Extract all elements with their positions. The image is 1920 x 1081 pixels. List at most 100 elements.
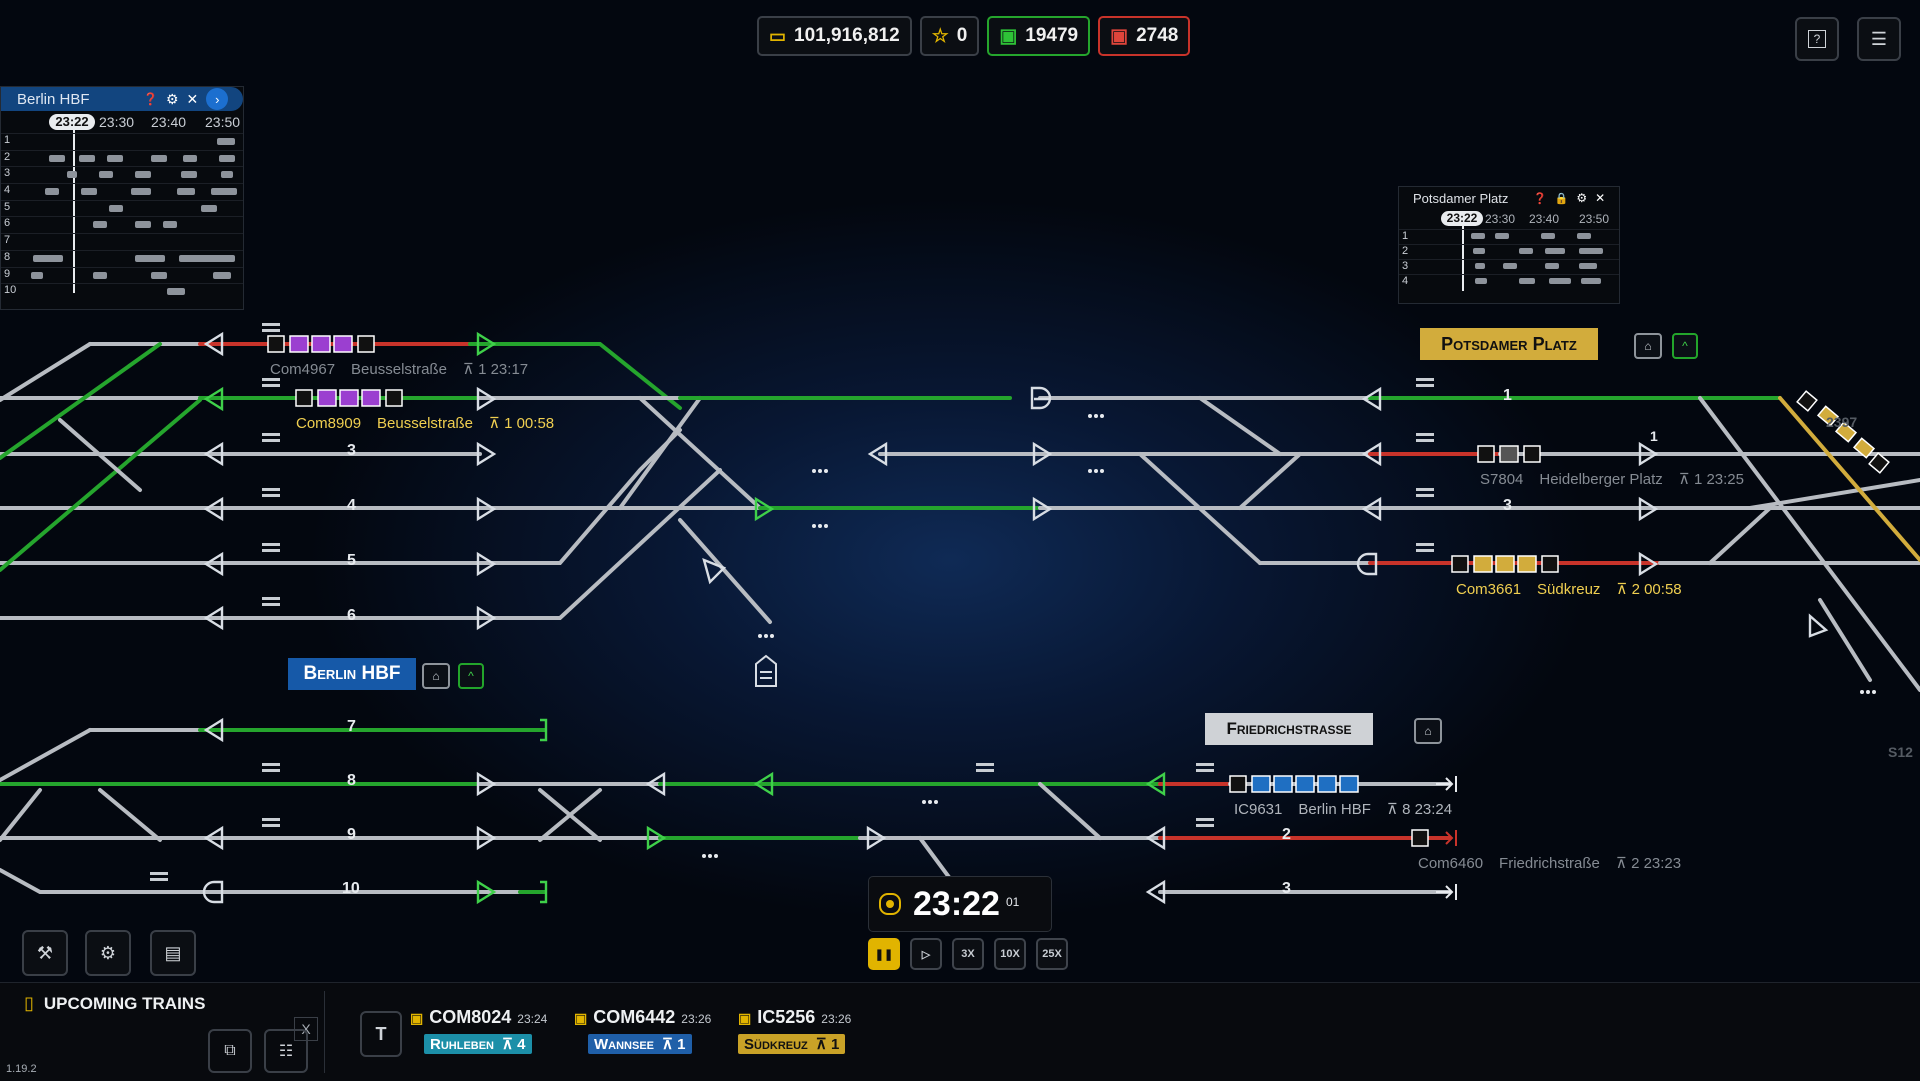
train-platform: ⊼ 8 23:24 [1386, 801, 1453, 818]
chip-tool-button[interactable]: ⚙ [85, 930, 131, 976]
panel-header: Potsdamer Platz ❓ 🔒 ⚙ ✕ [1399, 187, 1619, 209]
station-expand-button[interactable]: ^ [458, 663, 484, 689]
panel-header: Berlin HBF ❓ ⚙ ✕ › [1, 87, 243, 111]
time-tick: 23:30 [1485, 212, 1516, 226]
train-label[interactable]: Com8909 Beusselstraße ⊼ 1 00:58 [296, 414, 555, 433]
speed-3x-button[interactable]: 3X [952, 938, 984, 970]
train-dest: Friedrichstraße [1499, 854, 1600, 872]
destination-badge: Ruhleben⊼ 4 [424, 1034, 532, 1054]
timetable-icon: ▯ [24, 993, 34, 1013]
track-number: 1 [1503, 387, 1512, 404]
speed-25x-button[interactable]: 25X [1036, 938, 1068, 970]
edge-track-label: 2397 [1826, 414, 1858, 430]
potsdamer-timetable-panel[interactable]: Potsdamer Platz ❓ 🔒 ⚙ ✕ 23:22 23:30 23:4… [1398, 186, 1620, 304]
station-expand-button[interactable]: ^ [1672, 333, 1698, 359]
list-icon: ☰ [1870, 28, 1888, 49]
play-button[interactable]: ▷ [910, 938, 942, 970]
help-icon: ? [1808, 30, 1826, 48]
resource-bar: ▭ 101,916,812 ☆ 0 ▣ 19479 ▣ 2748 [757, 16, 1191, 56]
clock-seconds: 01 [1005, 895, 1020, 909]
train-id: S7804 [1480, 470, 1524, 488]
time-tick: 23:50 [205, 114, 241, 130]
upcoming-header: ▯ UPCOMING TRAINS [24, 993, 205, 1014]
late-counter: ▣ 2748 [1098, 16, 1191, 56]
wallet-icon: ▭ [769, 25, 787, 46]
station-depot-button[interactable]: ⌂ [1634, 333, 1662, 359]
panel-title: Potsdamer Platz [1413, 190, 1509, 206]
clock-time: 23:22 [913, 884, 1000, 923]
filter-key-button[interactable]: T [360, 1011, 402, 1057]
gear-icon[interactable]: ⚙ [1576, 191, 1588, 205]
upcoming-title: UPCOMING TRAINS [43, 993, 206, 1013]
train-id: Com4967 [270, 360, 336, 378]
menu-button[interactable]: ☰ [1857, 17, 1901, 61]
train-label[interactable]: IC9631 Berlin HBF ⊼ 8 23:24 [1234, 800, 1453, 819]
timeline-axis: 23:22 23:30 23:40 23:50 [1, 111, 243, 133]
close-icon[interactable]: ✕ [186, 90, 199, 107]
speed-10x-button[interactable]: 10X [994, 938, 1026, 970]
timeline-row: 4 [1, 183, 243, 200]
train-platform: ⊼ 1 00:58 [488, 415, 555, 432]
current-time-badge: 23:22 [49, 114, 95, 130]
timeline-row: 2 [1399, 244, 1619, 259]
train-platform: ⊼ 1 23:25 [1678, 471, 1744, 488]
close-icon[interactable]: ✕ [1595, 191, 1606, 205]
timeline-rows: 1 2 3 4 [1399, 225, 1619, 291]
train-platform: ⊼ 2 23:23 [1615, 855, 1682, 872]
timeline-row: 6 [1, 216, 243, 233]
station-depot-button[interactable]: ⌂ [1414, 718, 1442, 744]
track-number: 3 [1282, 880, 1291, 897]
train-platform: ⊼ 2 00:58 [1616, 581, 1682, 598]
game-clock: 23:22 01 [868, 876, 1052, 932]
train-label[interactable]: Com3661 Südkreuz ⊼ 2 00:58 [1456, 580, 1682, 599]
version-label: 1.19.2 [6, 1063, 37, 1075]
gear-icon[interactable]: ⚙ [165, 90, 179, 107]
train-com8909 [295, 389, 403, 407]
train-id: IC9631 [1234, 800, 1283, 818]
track-number: 3 [347, 442, 356, 459]
track-number: 10 [342, 880, 360, 897]
help-icon[interactable]: ❓ [143, 92, 158, 106]
divider [324, 991, 325, 1073]
time-tick: 23:30 [99, 114, 135, 130]
timeline-row: 8 [1, 249, 243, 267]
station-depot-button[interactable]: ⌂ [422, 663, 450, 689]
track-number: 2 [1282, 826, 1291, 843]
station-potsdamer-platz[interactable]: Potsdamer Platz [1420, 328, 1598, 360]
train-label[interactable]: S7804 Heidelberger Platz ⊼ 1 23:25 [1480, 470, 1744, 489]
train-edge [1796, 390, 1890, 474]
train-label[interactable]: Com6460 Friedrichstraße ⊼ 2 23:23 [1418, 854, 1682, 873]
timeline-row: 1 [1, 133, 243, 150]
help-button[interactable]: ? [1795, 17, 1839, 61]
copy-button[interactable]: ⧉ [208, 1029, 252, 1073]
train-id: Com8909 [296, 414, 362, 432]
help-icon[interactable]: ❓ [1533, 192, 1547, 205]
train-icon: ▣ [574, 1010, 588, 1026]
chevron-right-icon[interactable]: › [206, 88, 229, 110]
worker-tool-button[interactable]: ⚒ [22, 930, 68, 976]
berlin-timetable-panel[interactable]: Berlin HBF ❓ ⚙ ✕ › 23:22 23:30 23:40 23:… [0, 86, 244, 310]
pause-button[interactable]: ❚❚ [868, 938, 900, 970]
money-counter: ▭ 101,916,812 [757, 16, 912, 56]
train-icon: ▣ [410, 1010, 424, 1026]
time-tick: 23:40 [1529, 212, 1560, 226]
on-time-counter: ▣ 19479 [987, 16, 1091, 56]
panel-title: Berlin HBF [17, 90, 90, 108]
station-berlin-hbf[interactable]: Berlin HBF [288, 658, 416, 690]
filter-button[interactable]: ☷ [264, 1029, 308, 1073]
station-friedrichstrasse[interactable]: Friedrichstraße [1205, 713, 1373, 745]
clock-icon [879, 893, 901, 915]
train-dest: Heidelberger Platz [1539, 470, 1663, 488]
train-com6460 [1411, 829, 1429, 847]
timeline-row: 3 [1399, 259, 1619, 274]
current-time-badge: 23:22 [1441, 211, 1483, 226]
schedule-tool-button[interactable]: ▤ [150, 930, 196, 976]
train-label[interactable]: Com4967 Beusselstraße ⊼ 1 23:17 [270, 360, 528, 379]
timeline-rows: 1 2 3 4 5 6 7 8 9 10 [1, 127, 243, 300]
speed-controls: ❚❚ ▷ 3X 10X 25X [868, 938, 1068, 970]
lock-icon[interactable]: 🔒 [1554, 192, 1569, 205]
